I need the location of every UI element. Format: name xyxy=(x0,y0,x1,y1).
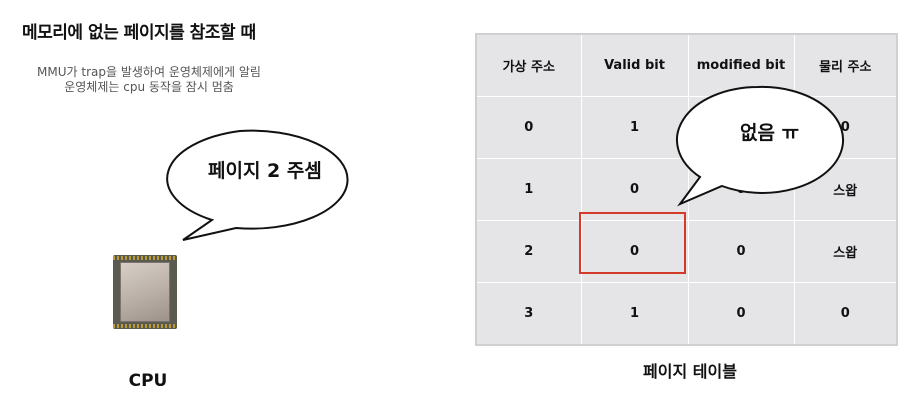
header-virtual-address: 가상 주소 xyxy=(475,33,582,97)
cpu-pins-bottom xyxy=(113,324,177,328)
cell-virtual-address: 3 xyxy=(475,282,582,346)
note-line-1: MMU가 trap을 발생하여 운영체제에게 알림 xyxy=(37,65,261,79)
page-table-label: 페이지 테이블 xyxy=(643,362,737,381)
cell-valid-bit: 1 xyxy=(580,96,689,159)
cpu-speech-bubble xyxy=(166,129,349,241)
page-table-speech-bubble-front xyxy=(676,85,845,207)
header-valid-bit: Valid bit xyxy=(580,33,689,97)
cpu-label: CPU xyxy=(128,371,168,391)
cell-virtual-address: 1 xyxy=(475,158,582,221)
table-header-row: 가상 주소 Valid bit modified bit 물리 주소 xyxy=(475,33,898,97)
page-title: 메모리에 없는 페이지를 참조할 때 xyxy=(22,23,256,43)
cell-physical-address: 0 xyxy=(793,282,898,346)
header-modified-bit: modified bit xyxy=(687,33,795,97)
invalid-entry-highlight xyxy=(579,212,686,274)
cpu-pins-top xyxy=(113,256,177,260)
explanation-note: MMU가 trap을 발생하여 운영체제에게 알림 운영체제는 cpu 동작을 … xyxy=(14,65,284,95)
cell-physical-address: 스왑 xyxy=(793,220,898,283)
cpu-lid xyxy=(120,262,170,322)
page-table-bubble-text: 없음 ㅠ xyxy=(740,122,800,144)
cell-virtual-address: 0 xyxy=(475,96,582,159)
cell-modified-bit: 0 xyxy=(687,220,795,283)
cpu-chip-image xyxy=(113,255,177,329)
cell-valid-bit: 1 xyxy=(580,282,689,346)
cell-modified-bit: 0 xyxy=(687,282,795,346)
cpu-bubble-text: 페이지 2 주셈 xyxy=(208,160,322,182)
note-line-2: 운영체제는 cpu 동작을 잠시 멈춤 xyxy=(64,80,234,94)
table-row: 3 1 0 0 xyxy=(475,282,898,346)
page-table: 가상 주소 Valid bit modified bit 물리 주소 0 1 0… xyxy=(475,33,898,346)
header-physical-address: 물리 주소 xyxy=(793,33,898,97)
